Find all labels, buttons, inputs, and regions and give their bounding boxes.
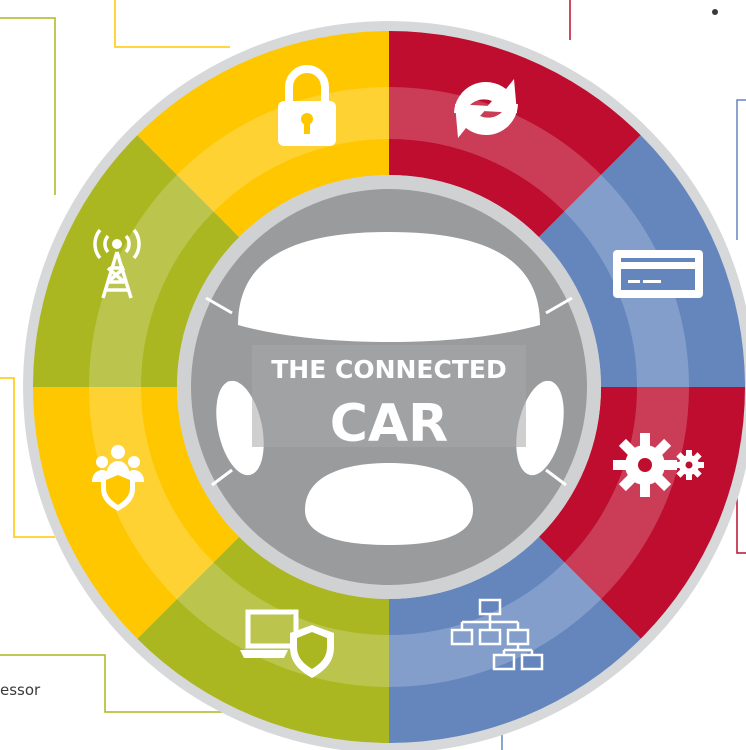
callout-line-right-lower [736,498,746,554]
callout-line-right [736,99,746,240]
wheel-spoke-notches [205,296,573,487]
wheel-right-opening [516,380,564,476]
segment-network [389,536,641,743]
padlock-icon [278,65,336,146]
segment-people-protection [33,387,240,639]
callout-line-left [0,17,56,195]
title-line-1: THE CONNECTED [271,355,507,384]
callout-line-bottom-left [0,654,245,713]
segment-updates [389,31,641,238]
segment-services [538,387,745,639]
wheel-top-opening [238,232,540,342]
wheel-left-opening [216,380,264,476]
title-line-2: CAR [330,394,448,454]
hierarchy-network-icon [450,598,544,671]
bullet-dot [712,9,718,15]
circular-arrows-icon [454,79,518,138]
callout-line-top-left [114,0,230,48]
bottom-left-text-fragment: essor [0,681,41,699]
segment-device-protection [137,536,389,743]
radio-tower-icon [93,228,141,299]
title-plate [252,345,526,447]
gears-icon [613,433,704,497]
credit-card-icon [613,250,703,298]
callout-line-mid-left [0,377,55,538]
inner-band [89,87,689,687]
laptop-shield-icon [240,609,334,678]
people-shield-icon [92,445,144,511]
steering-wheel: THE CONNECTED CAR [177,175,601,599]
wheel-bottom-opening [305,463,473,545]
segment-connectivity [33,135,240,387]
